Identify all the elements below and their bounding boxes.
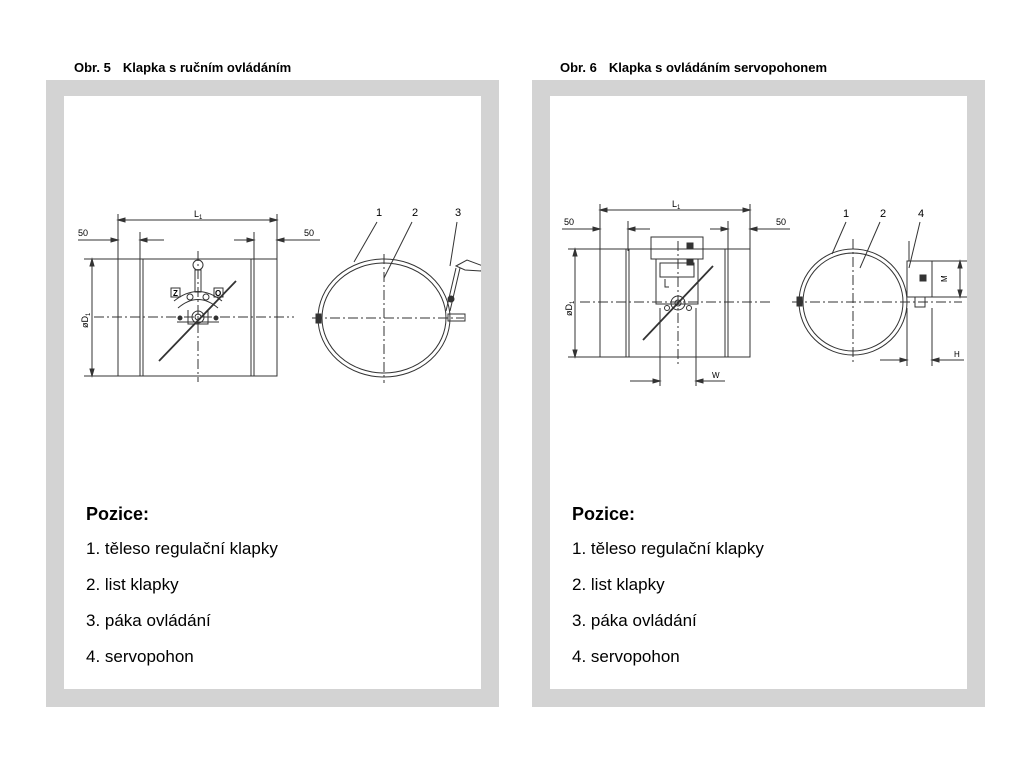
legend-item: 4. servopohon <box>572 647 680 666</box>
figure-number: Obr. 6 <box>560 60 597 75</box>
legend-item: 3. páka ovládání <box>572 611 697 630</box>
legend-item: 1. těleso regulační klapky <box>572 539 764 558</box>
width-dim-label: W <box>712 371 720 380</box>
damper-body-side <box>599 248 751 358</box>
legend-item: 4. servopohon <box>86 647 194 666</box>
legend-item: 2. list klapky <box>86 575 179 594</box>
right-offset-label: 50 <box>776 217 786 227</box>
figure-content: L1 50 50 øD1 <box>550 96 967 689</box>
figure-frame-actuator: L1 50 50 øD1 <box>532 80 985 707</box>
callout-1: 1 <box>843 208 849 220</box>
position-legend: Pozice: 1. těleso regulační klapky 2. li… <box>86 504 278 682</box>
control-lever <box>454 259 481 272</box>
length-dim-label: L1 <box>194 209 203 221</box>
figure-number: Obr. 5 <box>74 60 111 75</box>
figure-caption-manual: Obr. 5 Klapka s ručním ovládáním <box>74 60 291 75</box>
figure-caption-actuator: Obr. 6 Klapka s ovládáním servopohonem <box>560 60 827 75</box>
callout-2: 2 <box>412 207 418 219</box>
callout-4: 4 <box>918 208 924 220</box>
servo-actuator <box>655 258 699 305</box>
legend-item: 2. list klapky <box>572 575 665 594</box>
diameter-dim-label: øD1 <box>80 312 92 328</box>
actuator-top <box>650 236 704 260</box>
damper-blade-side <box>642 265 714 341</box>
manual-damper-drawing: L1 50 50 øD1 <box>78 207 481 383</box>
closed-mark: Z <box>173 289 178 298</box>
height-dim-label: M <box>940 275 949 282</box>
legend-item: 3. páka ovládání <box>86 611 211 630</box>
callout-2: 2 <box>880 208 886 220</box>
left-offset-label: 50 <box>564 217 574 227</box>
callout-1: 1 <box>376 207 382 219</box>
position-legend: Pozice: 1. těleso regulační klapky 2. li… <box>572 504 764 682</box>
left-offset-label: 50 <box>78 228 88 238</box>
actuator-damper-drawing: L1 50 50 øD1 <box>562 199 967 386</box>
legend-title: Pozice: <box>86 504 150 524</box>
figure-title: Klapka s ručním ovládáním <box>122 60 292 75</box>
legend-item: 1. těleso regulační klapky <box>86 539 278 558</box>
figure-frame-manual: L1 50 50 øD1 <box>46 80 499 707</box>
figure-title: Klapka s ovládáním servopohonem <box>608 60 828 75</box>
figure-content: L1 50 50 øD1 <box>64 96 481 689</box>
length-dim-label: L1 <box>672 199 681 211</box>
open-mark: O <box>215 289 221 298</box>
right-offset-label: 50 <box>304 228 314 238</box>
callout-3: 3 <box>455 207 461 219</box>
depth-dim-label: H <box>954 350 960 359</box>
legend-title: Pozice: <box>572 504 636 524</box>
diameter-dim-label: øD1 <box>564 300 576 316</box>
